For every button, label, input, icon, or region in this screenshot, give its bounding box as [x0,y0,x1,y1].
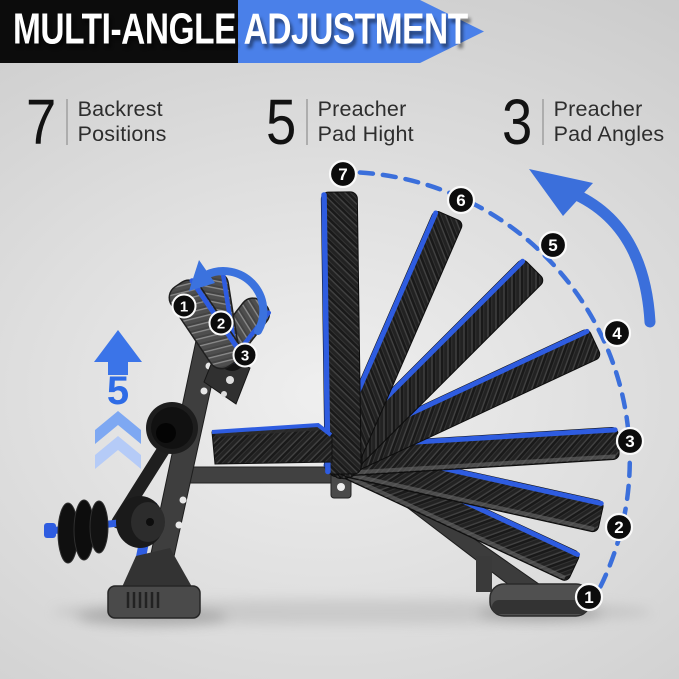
svg-text:2: 2 [614,518,623,537]
feature-divider [65,99,68,145]
svg-text:1: 1 [584,588,593,607]
height-indicator-number: 5 [107,369,129,413]
rotation-direction-arrow-icon [529,169,656,328]
adjustment-arc-dashed-line [334,169,632,602]
svg-text:5: 5 [548,236,557,255]
svg-text:2: 2 [217,316,225,333]
svg-text:4: 4 [612,324,622,343]
backrest-badge-4: 4 [602,318,632,348]
height-indicator: 5 [94,330,142,469]
feature-backrest-positions: 7 Backrest Positions [26,90,167,154]
backrest-badge-1: 1 [574,582,604,612]
backrest-badge-7: 7 [328,159,358,189]
backrest-badge-5: 5 [538,230,568,260]
page-title: MULTI-ANGLE ADJUSTMENT [13,5,468,54]
feature-label-line1: Preacher [317,96,407,121]
feature-label-line2: Pad Hight [317,122,414,146]
up-chevron-icon [95,436,141,469]
svg-text:1: 1 [180,299,188,316]
preacher-badge-1: 1 [171,293,197,319]
preacher-angle-badges: 1 2 3 [171,293,258,368]
preacher-rotation-arrow-icon [189,260,268,335]
svg-text:3: 3 [241,348,249,365]
feature-number: 7 [26,85,57,158]
feature-number: 5 [266,85,297,158]
backrest-pads-fan [320,191,620,581]
backrest-badge-6: 6 [446,185,476,215]
backrest-pad-position-7-upright [320,191,362,475]
svg-text:7: 7 [338,165,347,184]
backrest-badge-3: 3 [615,426,645,456]
feature-label-line2: Pad Angles [553,122,665,146]
backrest-position-badges: 7 6 5 4 3 2 1 [328,159,645,612]
svg-text:3: 3 [625,432,634,451]
feature-label-line1: Backrest [77,96,163,121]
banner-black-panel [0,0,238,63]
feature-number: 3 [502,85,533,158]
seat-pad [211,422,333,465]
title-banner: MULTI-ANGLE ADJUSTMENT [0,0,679,63]
up-arrow-icon [94,330,142,375]
up-chevron-icon [95,411,141,444]
preacher-badge-3: 3 [232,342,258,368]
svg-text:6: 6 [456,191,465,210]
preacher-badge-2: 2 [208,310,234,336]
backrest-badge-2: 2 [604,512,634,542]
feature-divider [541,99,544,145]
front-post-and-leg-developer [44,335,222,619]
feature-label-line2: Positions [77,122,167,146]
feature-divider [305,99,308,145]
feature-preacher-pad-angles: 3 Preacher Pad Angles [502,90,664,154]
feature-label-line1: Preacher [553,96,643,121]
feature-preacher-pad-height: 5 Preacher Pad Hight [266,90,414,154]
